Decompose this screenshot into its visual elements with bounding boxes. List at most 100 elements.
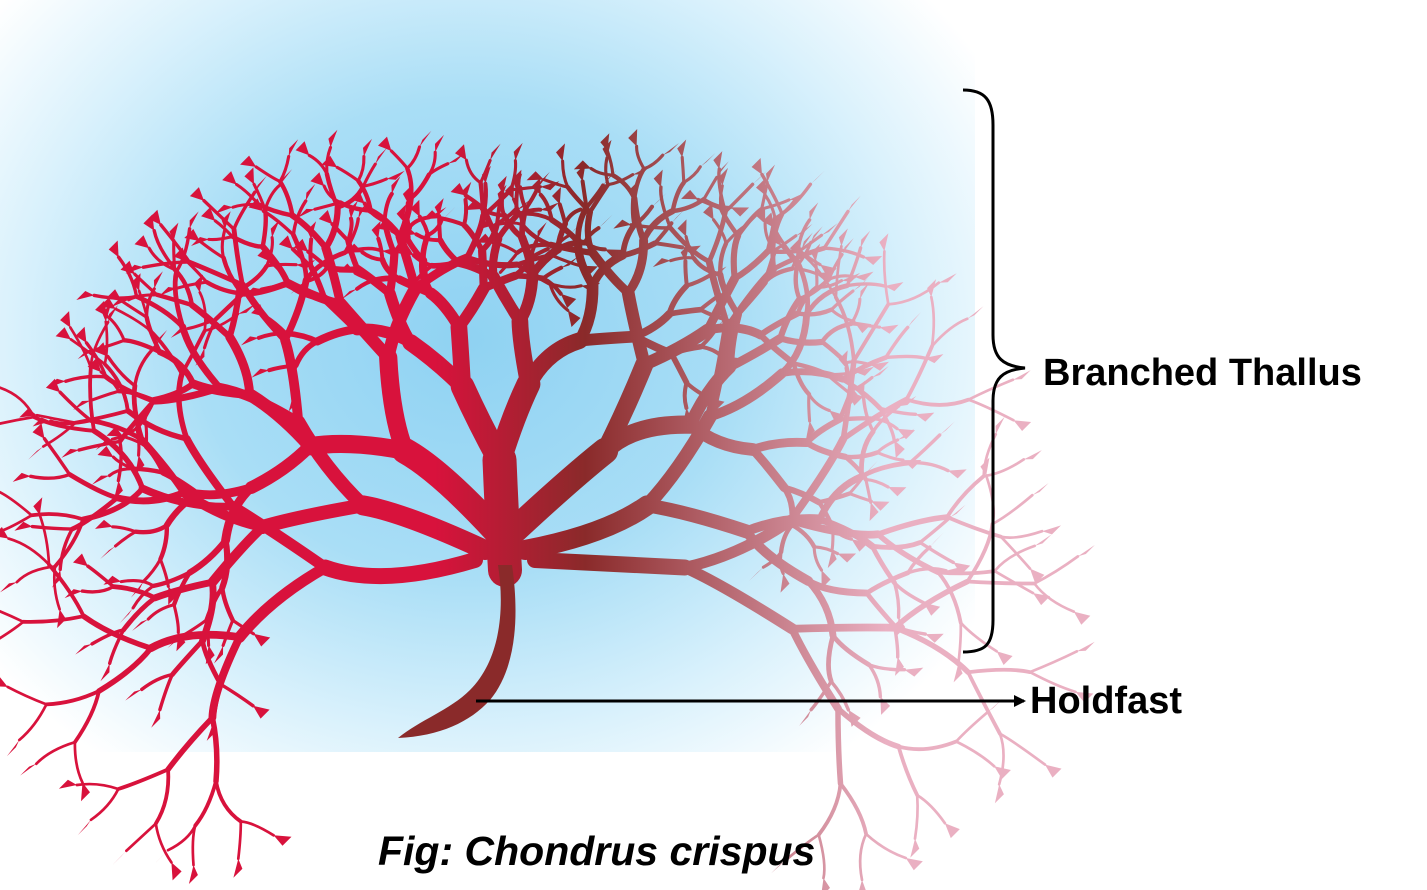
thallus-tip bbox=[464, 201, 482, 211]
thallus-branch bbox=[705, 368, 787, 422]
thallus-branch bbox=[884, 354, 927, 360]
thallus-branch bbox=[47, 562, 86, 619]
thallus-branch bbox=[291, 199, 308, 237]
thallus-branch bbox=[361, 177, 388, 188]
thallus-tip bbox=[375, 147, 387, 165]
thallus-branch bbox=[748, 437, 812, 454]
thallus-tip bbox=[879, 324, 899, 334]
thallus-tip bbox=[318, 210, 333, 225]
thallus-branch bbox=[166, 824, 197, 852]
thallus-branch bbox=[809, 679, 833, 712]
thallus-tip bbox=[925, 633, 944, 643]
thallus-tip bbox=[938, 273, 957, 283]
thallus-branch bbox=[322, 184, 342, 204]
thallus-tip bbox=[410, 199, 420, 217]
thallus-branch bbox=[814, 260, 819, 289]
thallus-branch bbox=[113, 530, 138, 548]
thallus-branch bbox=[723, 182, 755, 214]
thallus-branch bbox=[605, 149, 615, 177]
thallus-branch bbox=[772, 226, 800, 264]
thallus-tip bbox=[821, 878, 830, 890]
thallus-branch bbox=[875, 514, 950, 538]
thallus-branch bbox=[239, 820, 275, 837]
thallus-branch bbox=[982, 458, 1026, 478]
thallus-branch bbox=[993, 544, 1037, 573]
thallus-tip bbox=[338, 263, 356, 273]
thallus-branch bbox=[91, 428, 146, 492]
thallus-branch bbox=[259, 243, 291, 287]
thallus-branch bbox=[376, 236, 385, 262]
thallus-tip bbox=[14, 521, 33, 531]
thallus-tip bbox=[713, 151, 723, 169]
thallus-branch bbox=[202, 199, 236, 231]
thallus-branch bbox=[96, 645, 154, 694]
thallus-branch bbox=[15, 565, 57, 584]
thallus-branch bbox=[29, 512, 85, 522]
thallus-branch bbox=[760, 172, 784, 216]
thallus-branch bbox=[198, 291, 207, 333]
thallus-branch bbox=[353, 270, 376, 283]
thallus-tip bbox=[358, 201, 369, 219]
thallus-branch bbox=[213, 291, 246, 322]
thallus-tip bbox=[191, 237, 209, 246]
thallus-branch bbox=[411, 253, 434, 268]
thallus-branch bbox=[840, 355, 889, 382]
thallus-branch bbox=[684, 360, 737, 432]
thallus-branch bbox=[518, 185, 528, 211]
thallus-tip bbox=[801, 232, 813, 250]
thallus-tip bbox=[253, 633, 271, 647]
thallus-branch bbox=[77, 439, 122, 452]
thallus-tip bbox=[153, 271, 163, 289]
thallus-tip bbox=[795, 223, 813, 236]
thallus-tip bbox=[132, 619, 149, 631]
thallus-branch bbox=[338, 200, 373, 213]
thallus-branch bbox=[131, 584, 155, 610]
thallus-tip bbox=[61, 448, 80, 458]
thallus-tip bbox=[76, 291, 95, 300]
thallus-tip bbox=[125, 689, 142, 701]
thallus-branch bbox=[864, 478, 890, 489]
thallus-tip bbox=[579, 265, 598, 276]
thallus-tip bbox=[780, 573, 790, 593]
thallus-branch bbox=[493, 221, 524, 227]
thallus-tip bbox=[297, 208, 315, 218]
thallus-branch bbox=[967, 378, 1015, 402]
thallus-branch bbox=[41, 421, 77, 448]
thallus-branch bbox=[105, 314, 126, 342]
thallus-tip bbox=[106, 426, 124, 437]
thallus-branch bbox=[892, 578, 971, 631]
thallus-branch bbox=[670, 180, 686, 214]
thallus-branch bbox=[788, 623, 899, 633]
thallus-branch bbox=[159, 223, 191, 264]
thallus-branch bbox=[965, 579, 1037, 586]
thallus-tip bbox=[134, 235, 150, 249]
thallus-branch bbox=[669, 256, 696, 263]
thallus-tip bbox=[87, 357, 102, 373]
thallus-tip bbox=[880, 696, 891, 715]
thallus-branch bbox=[587, 182, 611, 215]
thallus-branch bbox=[864, 590, 897, 629]
thallus-branch bbox=[882, 249, 890, 306]
thallus-branch bbox=[138, 436, 188, 497]
thallus-tip bbox=[907, 312, 921, 328]
thallus-tip bbox=[995, 416, 1005, 435]
thallus-branch bbox=[777, 295, 803, 342]
thallus-tip bbox=[237, 303, 256, 315]
thallus-branch bbox=[106, 354, 137, 388]
thallus-tip bbox=[869, 502, 879, 521]
thallus-tip bbox=[119, 607, 134, 624]
thallus-tip bbox=[628, 129, 638, 147]
thallus-branch bbox=[69, 338, 107, 366]
thallus-branch bbox=[741, 526, 814, 586]
thallus-branch bbox=[116, 767, 170, 791]
thallus-branch bbox=[202, 317, 218, 350]
thallus-tip bbox=[328, 129, 338, 148]
thallus-branch bbox=[999, 529, 1044, 539]
thallus-tip bbox=[60, 311, 71, 328]
thallus-branch bbox=[116, 255, 139, 299]
thallus-branch bbox=[786, 435, 848, 525]
thallus-tip bbox=[863, 256, 883, 265]
thallus-branch bbox=[334, 297, 395, 364]
thallus-tip bbox=[371, 221, 381, 239]
thallus-branch bbox=[0, 490, 33, 517]
